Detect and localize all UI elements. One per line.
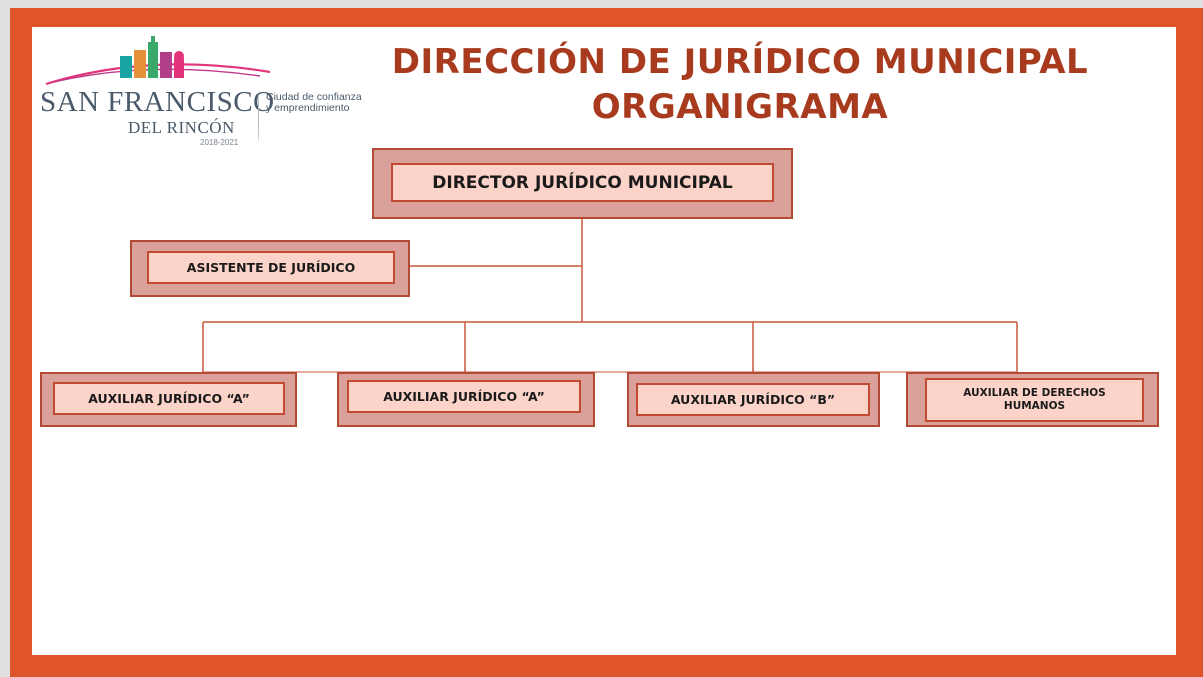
director-label: DIRECTOR JURÍDICO MUNICIPAL (391, 163, 774, 202)
title-line2: ORGANIGRAMA (591, 87, 889, 127)
slide-canvas (32, 27, 1176, 655)
auxiliar-label-2: AUXILIAR JURÍDICO “A” (347, 380, 581, 413)
asistente-label: ASISTENTE DE JURÍDICO (147, 251, 395, 284)
auxiliar-box-1: AUXILIAR JURÍDICO “A” (40, 372, 297, 427)
director-box: DIRECTOR JURÍDICO MUNICIPAL (372, 148, 793, 219)
page-title: DIRECCIÓN DE JURÍDICO MUNICIPAL ORGANIGR… (360, 40, 1120, 130)
asistente-box: ASISTENTE DE JURÍDICO (130, 240, 410, 297)
logo-slogan-line2: y emprendimiento (266, 102, 350, 114)
auxiliar-box-2: AUXILIAR JURÍDICO “A” (337, 372, 595, 427)
logo-city-subname: DEL RINCÓN (128, 118, 235, 137)
logo-years: 2018-2021 (200, 138, 239, 147)
city-skyline-icon (45, 36, 270, 86)
auxiliar-label-1: AUXILIAR JURÍDICO “A” (53, 382, 285, 415)
logo-slogan: Ciudad de confianza y emprendimiento (266, 92, 386, 114)
logo-divider (258, 90, 259, 142)
title-line1: DIRECCIÓN DE JURÍDICO MUNICIPAL (391, 42, 1089, 82)
auxiliar-label-4: AUXILIAR DE DERECHOS HUMANOS (925, 378, 1144, 422)
municipality-logo: SAN FRANCISCO DEL RINCÓN 2018-2021 Ciuda… (40, 34, 380, 149)
auxiliar-box-3: AUXILIAR JURÍDICO “B” (627, 372, 880, 427)
logo-slogan-line1: Ciudad de confianza (266, 91, 362, 103)
logo-city-name: SAN FRANCISCO (40, 86, 275, 118)
auxiliar-box-4: AUXILIAR DE DERECHOS HUMANOS (906, 372, 1159, 427)
auxiliar-label-3: AUXILIAR JURÍDICO “B” (636, 383, 870, 416)
